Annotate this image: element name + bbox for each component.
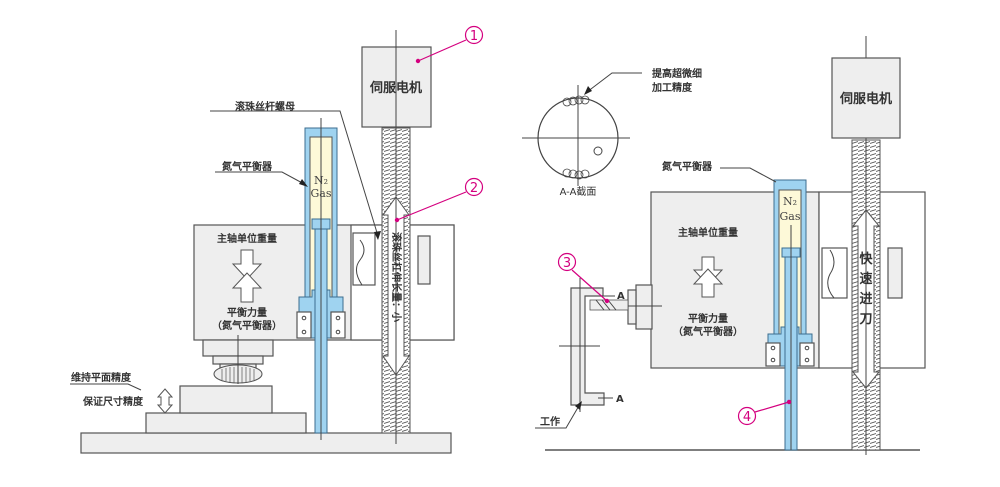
callout-4: 4: [743, 410, 751, 425]
nut-block-right: [417, 235, 431, 285]
workpiece: [570, 287, 605, 406]
maintain-flatness-label: 维持平面精度: [71, 371, 132, 384]
nitrogen-balancer-label: 氮气平衡器: [662, 160, 713, 173]
work-table-lower: [145, 412, 307, 434]
servo-motor-label: 伺服电机: [839, 91, 892, 107]
rapid-feed-char-1: 快: [859, 251, 873, 267]
weight-arrow: [231, 249, 263, 280]
balance-force-label: 平衡力量: [688, 312, 728, 325]
n2-label: N₂: [314, 174, 328, 187]
section-mark-bottom: A: [616, 394, 624, 405]
spindle-weight-label: 主轴单位重量: [217, 232, 277, 245]
gas-label: Gas: [780, 210, 801, 223]
precision-label-line2: 加工精度: [651, 81, 693, 94]
left-diagram: 伺服电机 滚珠丝杆螺母 氮气平衡器 N₂ Gas 主轴单位重量 平衡力量 （氮气…: [70, 25, 484, 454]
section-mark-top: A: [617, 291, 625, 302]
screw-elongation-label: 滚珠丝杠伸长量：小: [390, 232, 403, 322]
tool-bit: [589, 299, 629, 311]
ensure-dimension-label: 保证尺寸精度: [82, 395, 144, 408]
precision-label-line1: 提高超微细: [652, 67, 702, 80]
balance-force-note: （氮气平衡器）: [673, 325, 743, 338]
n2-label: N₂: [783, 195, 797, 208]
balance-arrow: [692, 268, 724, 298]
balance-force-note: （氮气平衡器）: [212, 319, 282, 332]
rapid-feed-char-2: 速: [859, 271, 872, 287]
servo-motor: [831, 57, 901, 139]
balance-force-label: 平衡力量: [227, 306, 267, 319]
callout-2: 2: [470, 181, 478, 196]
workpiece: [179, 385, 273, 414]
servo-motor-label: 伺服电机: [369, 80, 422, 96]
spindle-weight-label: 主轴单位重量: [678, 226, 738, 239]
nut-block-left: [352, 232, 376, 286]
workpiece-label: 工作: [540, 415, 560, 428]
dimension-arrow: [156, 388, 174, 414]
rapid-feed-char-4: 刀: [859, 312, 872, 327]
ball-screw-nut-label: 滚珠丝杆螺母: [235, 100, 295, 113]
callout-1: 1: [470, 29, 478, 44]
balance-arrow: [231, 272, 263, 303]
right-diagram: 伺服电机 提高超微细 加工精度 A-A截面 氮气平衡器 N₂ Gas 主轴单位重…: [522, 36, 926, 455]
rapid-feed-char-3: 进: [859, 292, 872, 307]
section-label: A-A截面: [560, 185, 597, 198]
gas-label: Gas: [311, 187, 332, 200]
nitrogen-balancer-label: 氮气平衡器: [222, 160, 273, 173]
callout-3: 3: [563, 256, 571, 271]
